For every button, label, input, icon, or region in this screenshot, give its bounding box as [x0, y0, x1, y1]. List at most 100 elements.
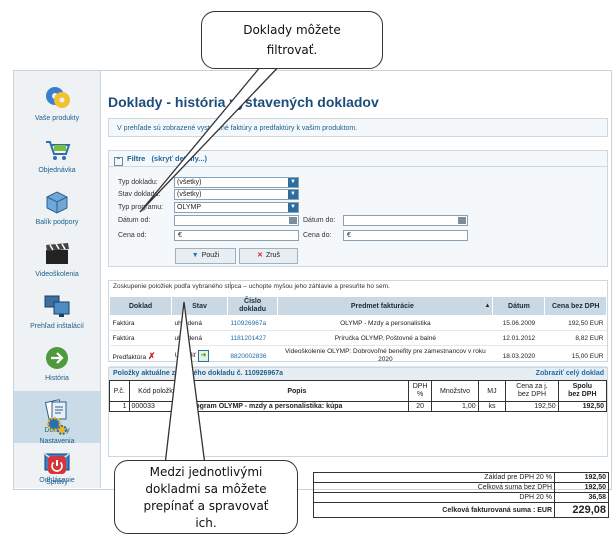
- history-icon: [46, 347, 68, 369]
- column-header: Cena za j. bez DPH: [505, 380, 559, 402]
- cell-dph: 20: [407, 401, 433, 412]
- apply-filter-label: Použi: [201, 252, 220, 259]
- doc-type-select[interactable]: (všetky)▼: [174, 177, 299, 188]
- sidebar-item-documents[interactable]: Doklady: [14, 391, 100, 443]
- items-title: Položky aktuálne zvoleného dokladu č. 11…: [113, 370, 284, 377]
- calendar-icon[interactable]: [289, 217, 297, 224]
- sidebar-item-label: Videoškolenia: [35, 271, 79, 278]
- date-to-input[interactable]: [343, 215, 468, 226]
- euro-icon: €: [347, 232, 351, 239]
- sidebar-item-history[interactable]: História: [14, 339, 100, 391]
- cell-predmet: Príručka OLYMP, Poštovné a balné: [277, 330, 493, 346]
- sidebar-item-order[interactable]: Objednávka: [14, 131, 100, 183]
- cell-doklad: Faktúra: [109, 315, 172, 331]
- column-header-sorted[interactable]: Predmet fakturácie▲: [277, 296, 494, 316]
- doc-state-label: Stav dokladu:: [118, 191, 161, 198]
- cell-cislo-link[interactable]: 8820002836: [227, 345, 278, 367]
- summary-value: 192,50: [554, 482, 609, 493]
- cell-stav: Uhradiť ➜: [171, 345, 228, 367]
- cell-pc: 1: [109, 401, 130, 412]
- grouping-hint: Zoskupenie položiek podľa vybraného stĺp…: [113, 283, 390, 290]
- show-full-document-link[interactable]: Zobraziť celý doklad: [535, 370, 604, 377]
- cell-cena: 8,82 EUR: [544, 330, 607, 346]
- cell-mj: ks: [477, 401, 507, 412]
- table-row[interactable]: Predfaktúra ✗ Uhradiť ➜ 8820002836 Video…: [109, 345, 607, 367]
- sidebar-item-logout[interactable]: Odhlásenie: [14, 455, 100, 488]
- sidebar-item-label: Balík podpory: [35, 219, 79, 226]
- cell-cislo-link[interactable]: 110926967a: [227, 315, 278, 331]
- calendar-icon[interactable]: [458, 217, 466, 224]
- summary-value: 192,50: [554, 472, 609, 483]
- column-header: Kód položky: [128, 380, 186, 402]
- cell-predmet: OLYMP - Mzdy a personalistika: [277, 315, 493, 331]
- column-header[interactable]: Číslo dokladu: [226, 296, 279, 316]
- cell-cena: 192,50: [505, 401, 559, 412]
- cell-popis: Program OLYMP - mzdy a personalistika: k…: [184, 401, 409, 412]
- date-from-input[interactable]: [174, 215, 299, 226]
- sidebar-item-label: Správy: [46, 479, 68, 486]
- cell-cena: 15,00 EUR: [544, 345, 607, 367]
- sidebar-lower: Nastavenia Odhlásenie: [14, 415, 100, 488]
- collapse-icon[interactable]: ⌃: [114, 157, 123, 166]
- sidebar-item-installations[interactable]: Prehľad inštalácií: [14, 287, 100, 339]
- column-header: Spolu bez DPH: [557, 380, 608, 402]
- cell-kod: 000033: [128, 401, 186, 412]
- filter-toggle-link[interactable]: (skryť detaily...): [151, 154, 207, 163]
- sidebar-item-videos[interactable]: Videoškolenia: [14, 235, 100, 287]
- program-type-label: Typ programu:: [118, 204, 164, 211]
- program-type-select[interactable]: OLYMP▼: [174, 202, 299, 213]
- doc-state-select[interactable]: (všetky)▼: [174, 189, 299, 200]
- table-row[interactable]: Faktúra uhradená 110926967a OLYMP - Mzdy…: [109, 315, 607, 331]
- price-from-input[interactable]: €: [174, 230, 299, 241]
- date-from-label: Dátum od:: [118, 217, 151, 224]
- column-header: Množstvo: [431, 380, 479, 402]
- logout-icon: [48, 456, 66, 474]
- column-header: DPH %: [407, 380, 433, 402]
- table-row[interactable]: Faktúra uhradená 1181201427 Príručka OLY…: [109, 330, 607, 346]
- sidebar-item-support[interactable]: Balík podpory: [14, 183, 100, 235]
- items-table: P.č. Kód položky Popis DPH % Množstvo MJ…: [109, 380, 608, 412]
- package-icon: [46, 191, 68, 214]
- cart-icon: [46, 141, 71, 160]
- program-type-value: OLYMP: [177, 204, 201, 211]
- column-header: MJ: [477, 380, 507, 402]
- sidebar-item-label: Prehľad inštalácií: [30, 323, 84, 330]
- apply-filter-button[interactable]: ▼Použi: [175, 248, 236, 264]
- summary-row: Základ pre DPH 20 %192,50: [313, 472, 609, 483]
- items-header-row: P.č. Kód položky Popis DPH % Množstvo MJ…: [109, 380, 608, 402]
- column-header[interactable]: Doklad: [108, 296, 173, 316]
- column-header[interactable]: Dátum: [492, 296, 546, 316]
- close-icon: ✕: [257, 252, 263, 259]
- items-row: 1 000033 Program OLYMP - mzdy a personal…: [109, 401, 608, 412]
- sidebar-item-label: Nastavenia: [39, 438, 75, 445]
- summary-label: DPH 20 %: [313, 492, 555, 503]
- summary-label: Celková fakturovaná suma : EUR: [313, 502, 555, 518]
- summary-table: Základ pre DPH 20 %192,50 Celková suma b…: [313, 472, 609, 518]
- cancel-filter-button[interactable]: ✕Zruš: [239, 248, 298, 264]
- sidebar-item-products[interactable]: Vaše produkty: [14, 79, 100, 131]
- column-header[interactable]: Stav: [171, 296, 228, 316]
- price-to-input[interactable]: €: [343, 230, 468, 241]
- sidebar: Vaše produkty Objednávka Balík podpory V…: [14, 71, 101, 488]
- date-to-label: Dátum do:: [303, 217, 336, 224]
- column-header[interactable]: Cena bez DPH: [544, 296, 607, 316]
- cell-predmet: Videoškolenie OLYMP: Dobrovoľné benefity…: [277, 345, 493, 367]
- sidebar-item-label: Vaše produkty: [34, 115, 80, 122]
- cell-spolu: 192,50: [557, 401, 608, 412]
- cell-cislo-link[interactable]: 1181201427: [227, 330, 278, 346]
- cell-stav: uhradená: [171, 315, 228, 331]
- sidebar-item-label: Odhlásenie: [39, 477, 75, 484]
- sidebar-item-label: Objednávka: [38, 167, 76, 174]
- pay-icon[interactable]: ➜: [197, 350, 209, 362]
- cell-datum: 12.01.2012: [492, 330, 545, 346]
- filter-title: Filtre: [127, 154, 146, 163]
- column-header-label: Popis: [287, 387, 307, 395]
- delete-icon[interactable]: ✗: [147, 350, 156, 361]
- filter-header: ⌃ Filtre (skryť detaily...): [109, 151, 607, 167]
- callout-filter: Doklady môžete filtrovať.: [201, 11, 383, 69]
- gears-icon: [46, 416, 67, 435]
- sidebar-item-settings[interactable]: Nastavenia: [14, 415, 100, 451]
- column-header-label: Predmet fakturácie: [350, 302, 414, 310]
- table-header-row: Doklad Stav Číslo dokladu Predmet faktur…: [108, 296, 607, 316]
